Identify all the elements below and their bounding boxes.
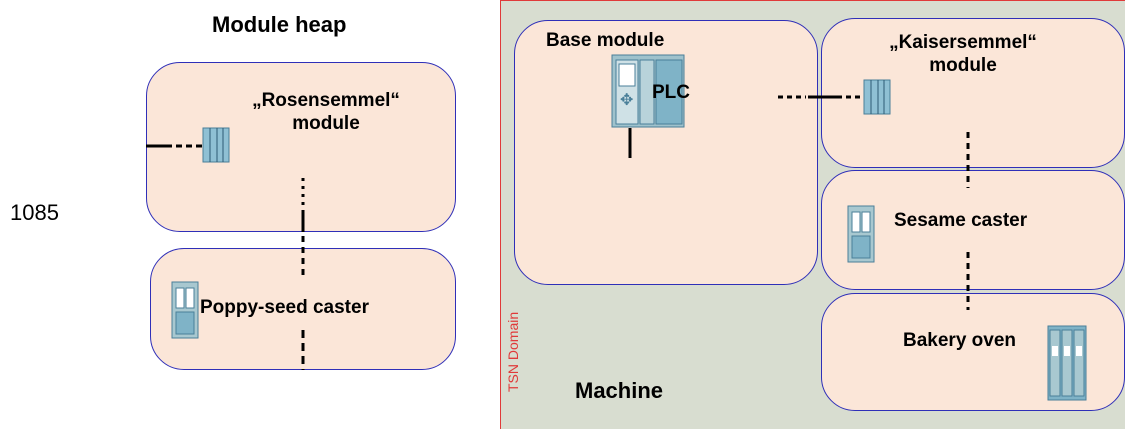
poppy-seed-caster-label: Poppy-seed caster <box>200 297 369 318</box>
machine-title: Machine <box>575 378 664 403</box>
bakery-oven-label: Bakery oven <box>903 330 1017 351</box>
kaisersemmel-device-icon <box>863 79 891 115</box>
plc-label: PLC <box>652 82 690 103</box>
kaisersemmel-label: „Kaisersemmel“ module <box>889 32 1037 76</box>
rosensemmel-device-icon <box>202 127 230 163</box>
poppy-seed-device-icon <box>171 281 199 339</box>
bakery-oven-device-icon <box>1047 325 1087 401</box>
base-module-label: Base module <box>546 30 665 51</box>
module-heap-title: Module heap <box>212 12 347 37</box>
sesame-caster-label: Sesame caster <box>894 210 1028 231</box>
rosensemmel-label: „Rosensemmel“ module <box>252 90 400 134</box>
svg-text:✥: ✥ <box>620 90 633 109</box>
side-number: 1085 <box>10 200 59 225</box>
sesame-caster-device-icon <box>847 205 875 263</box>
plc-device-icon: ✥ <box>611 54 685 158</box>
